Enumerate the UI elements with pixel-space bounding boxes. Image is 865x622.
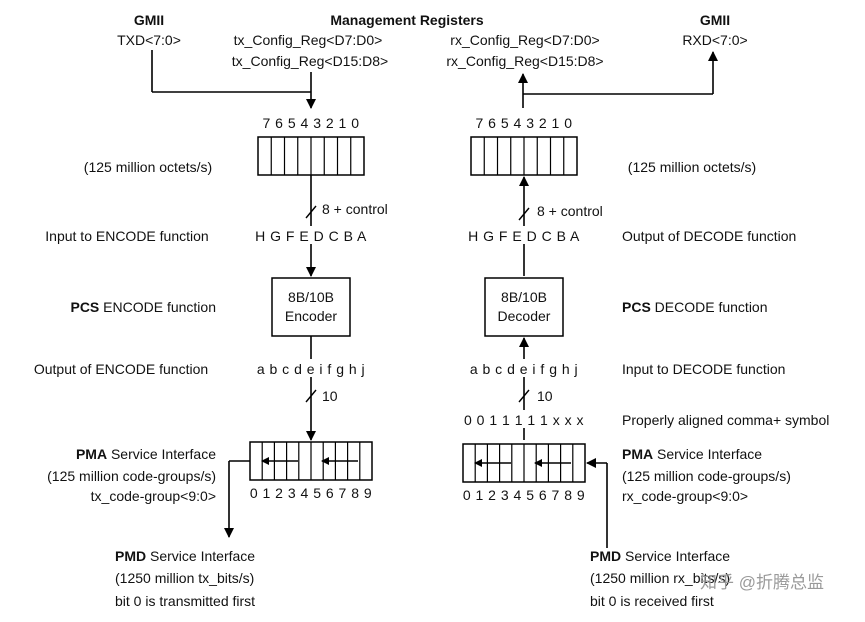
tx-first-bit: bit 0 is transmitted first xyxy=(115,593,255,609)
rx-width-slash xyxy=(518,389,530,403)
tx-encode-input-bits: H G F E D C B A xyxy=(255,228,367,244)
rx-decode-output-label: Output of DECODE function xyxy=(622,228,796,244)
tx-serial-output-arrow xyxy=(224,460,250,538)
rx-width-label: 10 xyxy=(537,388,553,404)
rx-pmd-bold: PMD xyxy=(590,548,621,564)
rx-pma-service: Service Interface xyxy=(653,446,762,462)
pcs-decode-bold: PCS xyxy=(622,299,651,315)
tx-pma-bold: PMA xyxy=(76,446,107,462)
decoder-block-line1: 8B/10B xyxy=(501,289,547,305)
rx-comma-label: Properly aligned comma+ symbol xyxy=(622,412,829,428)
rx-pmd-service: Service Interface xyxy=(621,548,730,564)
tx-octet-register xyxy=(257,136,365,176)
zhihu-watermark: 知乎 @折腾总监 xyxy=(700,573,824,592)
rx-config-reg-high: rx_Config_Reg<D15:D8> xyxy=(446,53,603,69)
pcs-decode-function: DECODE function xyxy=(651,299,768,315)
pcs-decode-label: PCS DECODE function xyxy=(622,299,768,315)
rx-pma-bit-order: 0 1 2 3 4 5 6 7 8 9 xyxy=(463,487,585,503)
tx-pma-bit-order: 0 1 2 3 4 5 6 7 8 9 xyxy=(250,485,372,501)
tx-pma-service: Service Interface xyxy=(107,446,216,462)
rx-comma-bits: 0 0 1 1 1 1 1 x x x xyxy=(464,412,584,428)
tx-bit-order: 7 6 5 4 3 2 1 0 xyxy=(262,115,359,131)
gmii-txd-signal: TXD<7:0> xyxy=(117,32,181,48)
tx-pmd-label: PMD Service Interface xyxy=(115,548,255,564)
tx-pmd-bold: PMD xyxy=(115,548,146,564)
rx-pma-shift-register xyxy=(462,443,586,483)
tx-config-reg-low: tx_Config_Reg<D7:D0> xyxy=(234,32,383,48)
rx-decode-input-bits: a b c d e i f g h j xyxy=(470,361,578,377)
pcs-encode-function: ENCODE function xyxy=(99,299,216,315)
tx-bus-width-label: 8 + control xyxy=(322,201,388,217)
gmii-rxd-signal: RXD<7:0> xyxy=(682,32,747,48)
rx-code-group-rate: (125 million code-groups/s) xyxy=(622,468,791,484)
encoder-block-line2: Encoder xyxy=(285,308,337,324)
rx-pma-bold: PMA xyxy=(622,446,653,462)
decoder-block-line2: Decoder xyxy=(498,308,551,324)
rx-octet-rate: (125 million octets/s) xyxy=(628,159,756,175)
tx-encode-output-bits: a b c d e i f g h j xyxy=(257,361,365,377)
tx-encode-input-bg xyxy=(250,226,372,244)
tx-code-group-rate: (125 million code-groups/s) xyxy=(47,468,216,484)
management-registers-title: Management Registers xyxy=(330,12,483,28)
gmii-rx-title: GMII xyxy=(700,12,730,28)
encoder-block: 8B/10B Encoder xyxy=(271,277,351,337)
rx-bus-slash xyxy=(518,207,530,221)
tx-width-slash xyxy=(305,389,317,403)
tx-code-group-signal: tx_code-group<9:0> xyxy=(91,488,216,504)
rx-decode-output-bg xyxy=(463,226,585,244)
rx-octet-register xyxy=(470,136,578,176)
tx-bit-rate: (1250 million tx_bits/s) xyxy=(115,570,254,586)
rx-code-group-signal: rx_code-group<9:0> xyxy=(622,488,748,504)
rx-bus-width-label: 8 + control xyxy=(537,203,603,219)
rx-pma-label: PMA Service Interface xyxy=(622,446,762,462)
decoder-block: 8B/10B Decoder xyxy=(484,277,564,337)
tx-input-connector xyxy=(151,50,316,109)
rx-comma-bits-bg xyxy=(465,410,585,428)
rx-serial-input-arrow xyxy=(586,458,608,548)
pcs-encode-bold: PCS xyxy=(70,299,99,315)
rx-pmd-label: PMD Service Interface xyxy=(590,548,730,564)
rx-config-reg-low: rx_Config_Reg<D7:D0> xyxy=(450,32,599,48)
rx-decode-input-bg xyxy=(465,359,583,377)
tx-config-reg-high: tx_Config_Reg<D15:D8> xyxy=(232,53,388,69)
tx-encode-output-bg xyxy=(252,359,370,377)
gmii-tx-title: GMII xyxy=(134,12,164,28)
rx-decode-input-label: Input to DECODE function xyxy=(622,361,785,377)
rx-bit-order: 7 6 5 4 3 2 1 0 xyxy=(475,115,572,131)
tx-octet-rate: (125 million octets/s) xyxy=(84,159,212,175)
encoder-block-line1: 8B/10B xyxy=(288,289,334,305)
tx-width-label: 10 xyxy=(322,388,338,404)
pcs-encode-label: PCS ENCODE function xyxy=(70,299,216,315)
rx-bit-rate: (1250 million rx_bits/s) xyxy=(590,570,730,586)
tx-pma-shift-register xyxy=(249,441,373,481)
tx-pmd-service: Service Interface xyxy=(146,548,255,564)
tx-bus-slash xyxy=(305,205,317,219)
rx-decode-output-bits: H G F E D C B A xyxy=(468,228,580,244)
tx-pma-label: PMA Service Interface xyxy=(76,446,216,462)
rx-output-connector xyxy=(518,51,718,108)
tx-encode-output-label: Output of ENCODE function xyxy=(34,361,208,377)
tx-encode-input-label: Input to ENCODE function xyxy=(45,228,208,244)
rx-first-bit: bit 0 is received first xyxy=(590,593,714,609)
